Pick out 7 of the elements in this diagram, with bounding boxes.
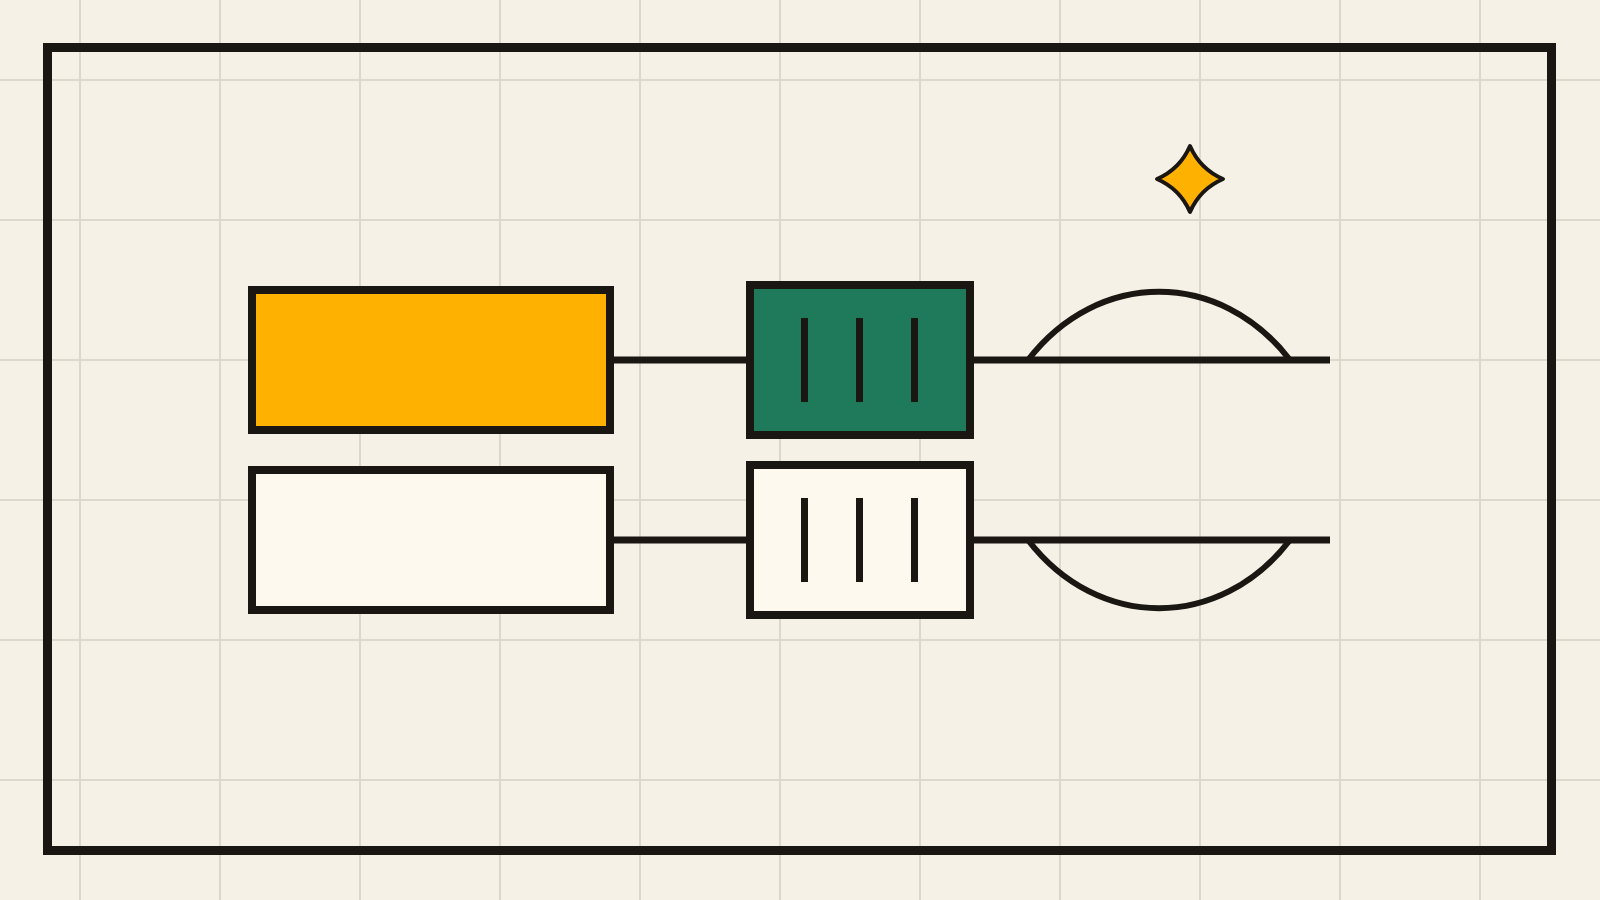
connector-line [614, 356, 746, 364]
rectangle-box [248, 466, 614, 614]
striped-box [746, 461, 974, 619]
rectangle-box [248, 286, 614, 434]
striped-box [746, 281, 974, 439]
outer-frame [43, 43, 1556, 855]
connector-line [614, 536, 746, 544]
